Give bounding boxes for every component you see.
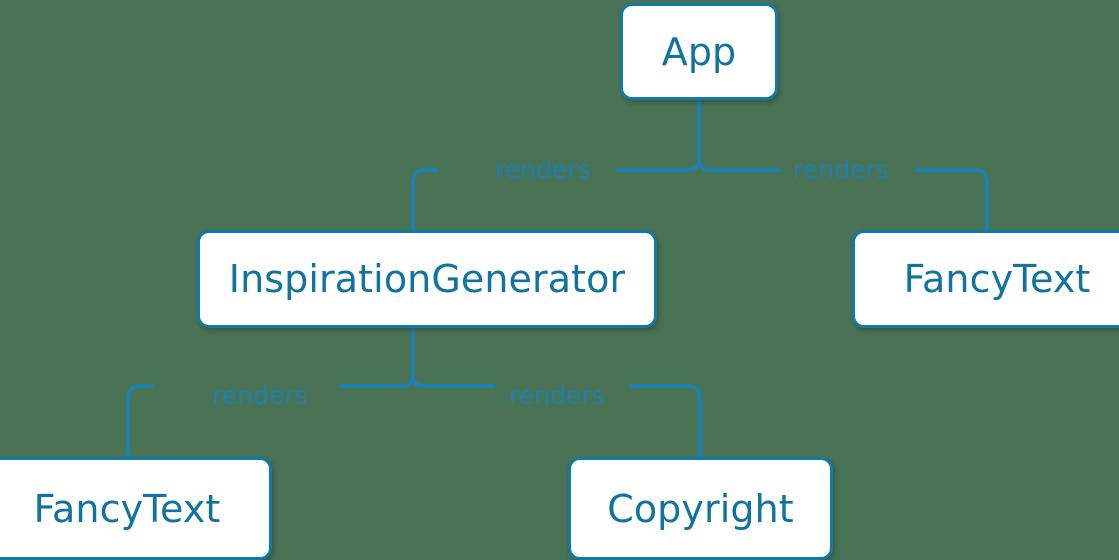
node-fancy-text-bottom-left[interactable]: FancyText: [0, 457, 272, 560]
edge-inspiration-generator-to-fancy-text-tail: [126, 384, 154, 459]
edge-app-to-inspiration-generator: [616, 158, 701, 173]
node-app-label: App: [661, 29, 737, 74]
edge-inspiration-generator-to-fancy-text: [339, 374, 415, 389]
node-inspiration-generator-label: InspirationGenerator: [228, 257, 626, 301]
edge-label-app-to-inspiration-generator: renders: [495, 155, 591, 184]
node-fancy-text-right[interactable]: FancyText: [852, 230, 1119, 328]
edge-app-to-fancy-text-right: [697, 158, 781, 173]
node-inspiration-generator[interactable]: InspirationGenerator: [197, 230, 657, 328]
edge-label-inspiration-generator-to-copyright: renders: [509, 381, 605, 410]
edge-inspiration-generator-to-copyright-tail: [629, 384, 702, 459]
edge-label-app-to-fancy-text-right: renders: [793, 155, 889, 184]
node-copyright[interactable]: Copyright: [568, 457, 833, 560]
edge-app-to-inspiration-generator-tail: [411, 168, 439, 232]
node-app[interactable]: App: [620, 3, 778, 100]
edge-inspiration-generator-to-copyright: [411, 374, 495, 389]
edge-app-to-fancy-text-right-tail: [915, 168, 989, 232]
edge-label-inspiration-generator-to-fancy-text: renders: [212, 381, 308, 410]
node-fancy-text-bottom-left-label: FancyText: [33, 486, 221, 531]
node-fancy-text-right-label: FancyText: [903, 257, 1091, 301]
node-copyright-label: Copyright: [607, 486, 794, 531]
